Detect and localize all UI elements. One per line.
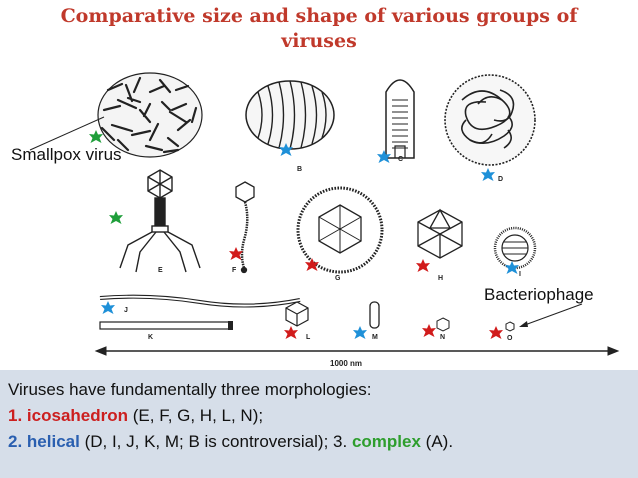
- virus-b-drawing: [245, 80, 335, 150]
- scale-label: 1000 nm: [330, 359, 362, 368]
- caption-line-2: 1. icosahedron (E, F, G, H, L, N);: [8, 406, 263, 426]
- caption-helical-examples: (D, I, J, K, M; B is controversial); 3.: [84, 432, 348, 451]
- caption-icosahedron: icosahedron: [26, 406, 129, 425]
- slide-title: Comparative size and shape of various gr…: [0, 4, 638, 54]
- letter-e: E: [158, 267, 163, 274]
- smallpox-label: Smallpox virus: [11, 145, 122, 164]
- caption-num-1: 1.: [8, 406, 23, 425]
- letter-m: M: [372, 334, 378, 341]
- bacteriophage-label: Bacteriophage: [484, 285, 594, 304]
- caption-icosahedron-examples: (E, F, G, H, L, N);: [132, 406, 264, 425]
- virus-d-drawing: [444, 74, 536, 166]
- bacteriophage-pointer: [521, 303, 583, 327]
- marker-icosa-l: [284, 326, 298, 339]
- caption-helical: helical: [26, 432, 80, 451]
- virus-j-drawing: [99, 294, 301, 308]
- marker-icosa-h: [416, 259, 430, 272]
- virus-i-drawing: [493, 226, 537, 270]
- letter-o: O: [507, 335, 513, 342]
- marker-helical-d: [481, 168, 495, 181]
- marker-complex-a: [89, 130, 103, 143]
- caption-num-2: 2.: [8, 432, 23, 451]
- caption-complex: complex: [351, 432, 421, 451]
- letter-l: L: [306, 334, 311, 341]
- letter-g: G: [335, 275, 341, 282]
- virus-g-drawing: [296, 186, 384, 274]
- marker-helical-j: [101, 301, 115, 314]
- title-line-1: Comparative size and shape of various gr…: [60, 5, 578, 27]
- caption-intro: Viruses have fundamentally three morphol…: [8, 380, 372, 399]
- virus-diagram: 1000 nm B C D E F G H I J K L M N O: [29, 72, 620, 368]
- letter-c: C: [398, 156, 403, 163]
- virus-f-drawing: [235, 181, 255, 274]
- virus-h-drawing: [417, 208, 463, 259]
- letter-k: K: [148, 334, 153, 341]
- virus-l-drawing: [285, 301, 309, 327]
- virus-o-drawing: [505, 321, 515, 332]
- letter-i: I: [519, 271, 521, 278]
- caption-panel: Viruses have fundamentally three morphol…: [0, 370, 638, 478]
- marker-complex-e: [109, 211, 123, 224]
- virus-c-drawing: [385, 79, 415, 159]
- letter-b: B: [297, 166, 302, 173]
- caption-line-1: Viruses have fundamentally three morphol…: [8, 380, 372, 400]
- bacteriophage-arrowhead: [519, 321, 528, 327]
- smallpox-pointer: [29, 116, 105, 151]
- letter-j: J: [124, 307, 128, 314]
- letter-f: F: [232, 267, 237, 274]
- marker-o: [489, 326, 503, 339]
- caption-complex-examples: (A).: [425, 432, 454, 451]
- smallpox-virus-drawing: [97, 72, 203, 158]
- scale-bar: [94, 346, 620, 356]
- virus-m-drawing: [369, 301, 380, 329]
- letter-d: D: [498, 176, 503, 183]
- marker-helical-m: [353, 326, 367, 339]
- virus-n-drawing: [436, 317, 450, 332]
- letter-n: N: [440, 334, 445, 341]
- letter-h: H: [438, 275, 443, 282]
- virus-e-phage-drawing: [119, 169, 201, 273]
- marker-icosa-f: [229, 247, 243, 260]
- title-line-2: viruses: [281, 30, 357, 52]
- virus-k-drawing: [99, 321, 233, 330]
- caption-line-3: 2. helical (D, I, J, K, M; B is controve…: [8, 432, 453, 452]
- marker-icosa-n: [422, 324, 436, 337]
